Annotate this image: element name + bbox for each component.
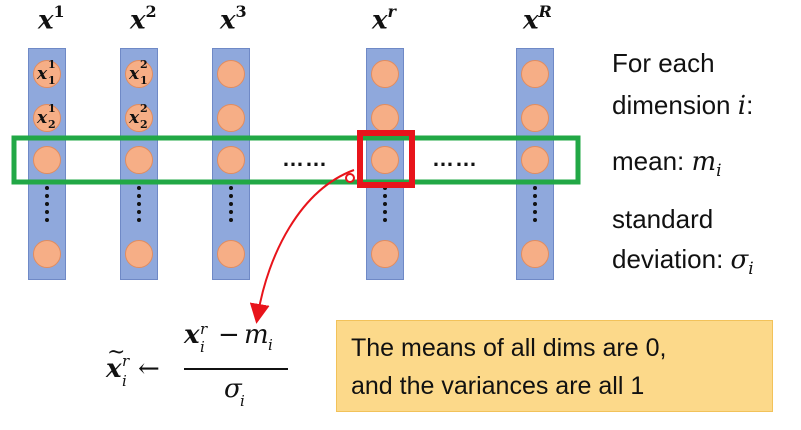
element-dot: [521, 104, 549, 132]
element-dot: [521, 60, 549, 88]
vertical-ellipsis: [137, 186, 141, 226]
element-dot: [33, 60, 61, 88]
normalized-value: x ~: [106, 340, 126, 384]
element-dot: [521, 240, 549, 268]
dimension-row-highlight: [11, 135, 581, 185]
column-header-1: x1: [38, 2, 65, 36]
element-dot: [217, 240, 245, 268]
element-dot: [125, 146, 153, 174]
element-dot: [125, 240, 153, 268]
element-dot: [371, 146, 399, 174]
for-each-text: For each: [612, 48, 715, 78]
standard-text: standard: [612, 204, 714, 234]
element-dot: [33, 146, 61, 174]
horizontal-ellipsis-right: ……: [432, 146, 478, 171]
result-note: The means of all dims are 0, and the var…: [336, 320, 773, 412]
formula-denominator: σ: [224, 374, 242, 404]
normalization-arrow: [249, 169, 355, 324]
element-dot: [371, 240, 399, 268]
formula-numerator: x: [184, 320, 200, 350]
dimension-text: dimension i:: [612, 90, 754, 121]
normalization-formula: x ~ r i ← x r i − m i σ i: [106, 318, 316, 418]
fraction-bar: [184, 368, 288, 370]
mean-text: mean: mi: [612, 146, 722, 182]
element-dot: [217, 104, 245, 132]
horizontal-ellipsis-left: ……: [282, 146, 328, 171]
vertical-ellipsis: [229, 186, 233, 226]
note-line-1: The means of all dims are 0,: [351, 334, 667, 362]
note-line-2: and the variances are all 1: [351, 372, 645, 400]
column-header-r: xr: [372, 2, 396, 36]
column-header-3: x3: [220, 2, 247, 36]
element-dot: [217, 146, 245, 174]
column-header-R: xR: [523, 2, 552, 36]
column-header-2: x2: [130, 2, 157, 36]
arrow-origin-marker: [345, 173, 355, 183]
element-dot: [521, 146, 549, 174]
element-dot: [33, 104, 61, 132]
element-dot: [33, 240, 61, 268]
deviation-text: deviation: σi: [612, 244, 754, 280]
assignment-arrow: ←: [138, 354, 160, 384]
selected-element-highlight: [357, 130, 415, 188]
element-dot: [371, 60, 399, 88]
element-dot: [217, 60, 245, 88]
vertical-ellipsis: [45, 186, 49, 226]
element-dot: [125, 60, 153, 88]
element-dot: [125, 104, 153, 132]
vertical-ellipsis: [533, 186, 537, 226]
